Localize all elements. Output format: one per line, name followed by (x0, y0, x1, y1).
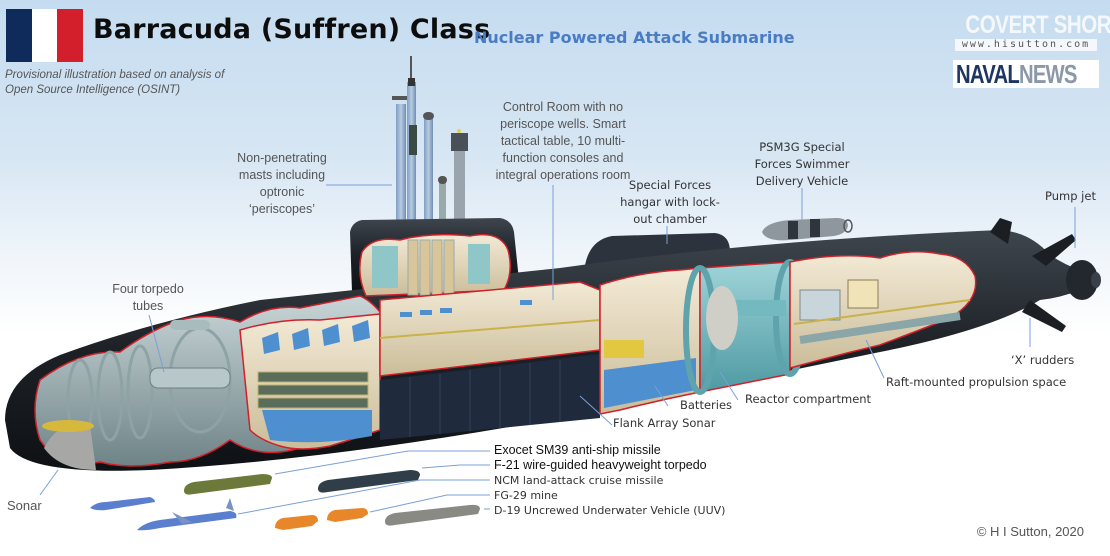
provisional-note-line1: Provisional illustration based on analys… (5, 69, 225, 81)
flank-array-sonar (380, 354, 600, 440)
weapon-ncm-cruise-missile (137, 498, 237, 531)
covert-shores-logo[interactable]: COVERT SHORES www.hisutton.com (952, 11, 1110, 51)
masts-label-line4: ‘periscopes’ (248, 202, 315, 216)
weapon-label-exocet: Exocet SM39 anti-ship missile (494, 443, 661, 457)
page-subtitle: Nuclear Powered Attack Submarine (474, 28, 795, 47)
weapon-racks (257, 371, 369, 409)
x-rudder-upper-aft (1032, 234, 1076, 266)
weapon-exocet-missile (90, 497, 155, 511)
weapon-f21-torpedo-dark (318, 470, 420, 493)
masts (392, 56, 468, 237)
covert-shores-url[interactable]: www.hisutton.com (955, 39, 1097, 51)
propulsion-label: Raft-mounted propulsion space (886, 375, 1067, 389)
flag-stripe-red (57, 9, 84, 62)
psm3g-label: PSM3G Special Forces Swimmer Delivery Ve… (752, 139, 852, 190)
flag-stripe-white (31, 9, 58, 62)
flag-stripe-blue (6, 9, 32, 62)
x-rudder-lower (1022, 300, 1066, 332)
propulsion-space-cutaway (789, 251, 977, 369)
weapon-label-d19: D-19 Uncrewed Underwater Vehicle (UUV) (494, 504, 726, 517)
weapon-fg29-mines (275, 508, 368, 530)
control-room-label-line3: tactical table, 10 multi- (500, 134, 626, 148)
bow-sonar (44, 423, 96, 470)
covert-shores-title: COVERT SHORES (965, 11, 1110, 39)
pump-jet-label: Pump jet (1045, 189, 1096, 203)
control-room-label-line5: integral operations room (495, 168, 631, 182)
torpedo-tubes-label-line2: tubes (132, 299, 164, 313)
masts-label: Non-penetrating masts including optronic… (232, 150, 332, 218)
weapon-f21-torpedo (184, 474, 272, 495)
weapon-label-ncm: NCM land-attack cruise missile (494, 474, 664, 487)
psm3g-label-line1: PSM3G Special (759, 140, 845, 154)
hangar-label: Special Forces hangar with lock- out cha… (620, 177, 720, 228)
weapon-label-f21: F-21 wire-guided heavyweight torpedo (494, 458, 707, 472)
torpedo-tubes-label: Four torpedo tubes (108, 281, 188, 315)
provisional-note: Provisional illustration based on analys… (5, 68, 245, 98)
psm3g-label-line3: Delivery Vehicle (755, 174, 849, 188)
naval-news-logo[interactable]: NAVALNEWS (953, 60, 1099, 88)
batteries-label: Batteries (680, 398, 733, 412)
flank-sonar-label: Flank Array Sonar (613, 416, 716, 430)
consoles (400, 300, 532, 317)
hangar-label-line2: hangar with lock- (620, 195, 720, 209)
control-room-label-line4: function consoles and (502, 151, 624, 165)
page-title: Barracuda (Suffren) Class (93, 14, 491, 45)
masts-label-line3: optronic (259, 185, 305, 199)
weapon-d19-uuv (385, 504, 480, 526)
leader-lines (39, 184, 1076, 515)
hangar-label-line3: out chamber (633, 212, 707, 226)
sonar-label: Sonar (7, 498, 42, 513)
masts-label-line2: masts including (238, 168, 326, 182)
torpedo-tubes-label-line1: Four torpedo (112, 282, 184, 296)
reactor-label: Reactor compartment (745, 392, 872, 406)
provisional-note-line2: Open Source Intelligence (OSINT) (5, 84, 181, 96)
x-rudders-label: ‘X’ rudders (1011, 353, 1075, 367)
naval-news-part2: NEWS (1018, 59, 1078, 89)
control-room-label-line2: periscope wells. Smart (500, 117, 626, 131)
pump-jet (1066, 260, 1098, 300)
weapon-label-fg29: FG-29 mine (494, 489, 558, 502)
copyright: © H I Sutton, 2020 (976, 524, 1084, 539)
french-flag (6, 9, 84, 62)
psm3g-sdv (762, 218, 853, 241)
control-room-label: Control Room with no periscope wells. Sm… (490, 99, 636, 184)
naval-news-wordmark: NAVALNEWS (956, 60, 1077, 88)
masts-label-line1: Non-penetrating (237, 151, 327, 165)
naval-news-part1: NAVAL (956, 59, 1020, 89)
battery-unit (604, 340, 644, 358)
psm3g-label-line2: Forces Swimmer (754, 157, 850, 171)
hangar-label-line1: Special Forces (628, 178, 712, 192)
x-rudder-upper (990, 218, 1012, 244)
crew-bunks (262, 320, 370, 354)
control-room-label-line1: Control Room with no (502, 100, 624, 114)
